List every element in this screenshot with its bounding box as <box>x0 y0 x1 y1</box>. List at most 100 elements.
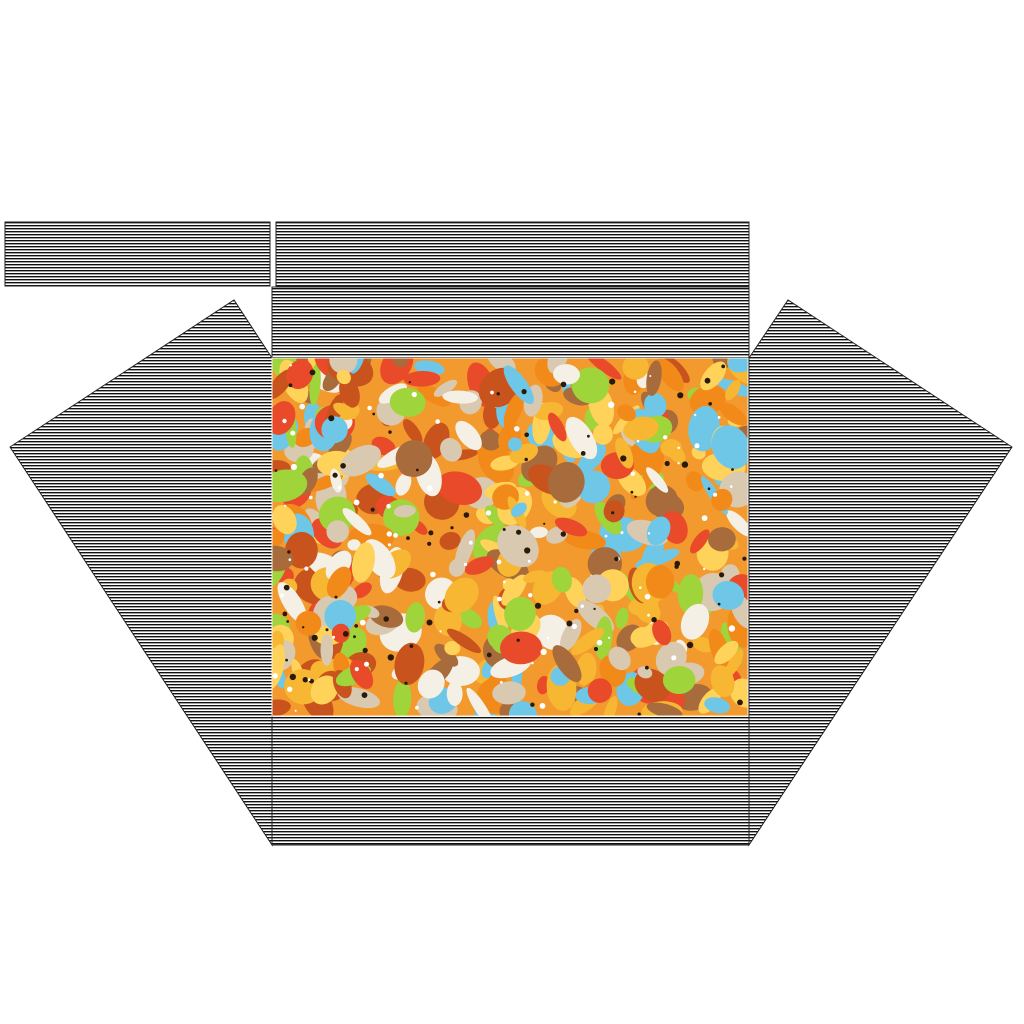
pattern-dot <box>435 419 441 424</box>
pattern-blob <box>656 358 684 392</box>
top-center-flap <box>275 221 750 287</box>
pattern-dot <box>580 604 584 608</box>
pattern-dot <box>677 392 684 399</box>
right-side-wing <box>748 299 1013 847</box>
pattern-dot <box>450 526 454 530</box>
pattern-dot <box>289 673 296 681</box>
pattern-blob <box>446 628 482 654</box>
pattern-dot <box>604 534 608 538</box>
pattern-dot <box>677 446 680 450</box>
pattern-blob <box>571 367 610 404</box>
pattern-blob <box>571 627 604 656</box>
pattern-dot <box>502 528 506 531</box>
pattern-dot <box>427 541 432 546</box>
pattern-dot <box>309 495 313 500</box>
pattern-blob <box>637 666 653 679</box>
pattern-blob <box>710 665 735 698</box>
pattern-blob <box>464 556 494 575</box>
pattern-blob <box>342 508 372 536</box>
pattern-dot <box>530 702 535 707</box>
pattern-blob <box>690 529 710 554</box>
pattern-dot <box>620 531 624 535</box>
pattern-blob <box>392 358 408 368</box>
pattern-blob <box>645 484 678 517</box>
pattern-blob <box>446 681 463 706</box>
pattern-blob <box>536 675 550 695</box>
pattern-dot <box>428 530 434 536</box>
pattern-dot <box>496 559 502 565</box>
pattern-blob <box>497 525 539 568</box>
pattern-dot <box>364 661 369 667</box>
pattern-blob <box>646 702 683 716</box>
pattern-blob <box>336 369 351 385</box>
pattern-dot <box>426 485 433 492</box>
pattern-blob <box>714 640 739 665</box>
pattern-dot <box>353 635 356 639</box>
pattern-dot <box>703 567 706 571</box>
pattern-dot <box>334 595 338 599</box>
pattern-blob <box>503 365 534 405</box>
pattern-dot <box>647 532 651 535</box>
pattern-blob <box>730 678 748 708</box>
pattern-dot <box>634 495 637 498</box>
pattern-dot <box>639 586 642 589</box>
pattern-dot <box>388 430 392 434</box>
pattern-dot <box>596 639 603 646</box>
pattern-blob <box>272 401 296 435</box>
pattern-blob <box>725 379 741 401</box>
pattern-blob <box>277 582 308 624</box>
pattern-dot <box>528 593 533 598</box>
pattern-dot <box>729 485 733 488</box>
pattern-blob <box>554 517 588 537</box>
pattern-dot <box>340 463 346 469</box>
pattern-dot <box>411 391 417 398</box>
pattern-blob <box>436 471 482 506</box>
pattern-dot <box>304 566 309 571</box>
pattern-dot <box>620 455 627 462</box>
pattern-dot <box>386 503 391 509</box>
pattern-blob <box>286 359 314 390</box>
pattern-blob <box>339 444 381 477</box>
pattern-blob <box>615 437 634 469</box>
pattern-blob <box>551 566 572 593</box>
pattern-blob <box>350 659 374 690</box>
pattern-blob <box>272 545 294 572</box>
pattern-dot <box>289 364 292 367</box>
pattern-blob <box>321 416 348 444</box>
pattern-dot <box>354 667 359 672</box>
pattern-dot <box>332 635 336 639</box>
pattern-dot <box>580 451 586 456</box>
animal-pattern-artwork <box>272 358 748 716</box>
pattern-dot <box>282 418 287 424</box>
pattern-dot <box>560 531 566 537</box>
pattern-blob <box>577 470 611 504</box>
pattern-dot <box>514 426 520 432</box>
pattern-blob <box>285 531 318 569</box>
pattern-blob <box>365 473 396 497</box>
pattern-dot <box>490 390 494 395</box>
pattern-dot <box>540 648 547 656</box>
pattern-dot <box>614 556 619 562</box>
pattern-dot <box>630 471 635 476</box>
pattern-blob <box>433 379 458 397</box>
pattern-dot <box>406 536 410 540</box>
pattern-blob <box>712 580 745 610</box>
pattern-blob <box>272 469 308 503</box>
pattern-blob <box>439 531 461 550</box>
pattern-dot <box>294 709 297 712</box>
pattern-blob <box>444 577 479 614</box>
pattern-dot <box>553 500 557 504</box>
pattern-dot <box>353 499 360 506</box>
pattern-dot <box>468 540 473 545</box>
pattern-dot <box>719 572 725 578</box>
pattern-dot <box>359 619 366 626</box>
pattern-dot <box>527 559 531 563</box>
pattern-dot <box>677 462 680 465</box>
pattern-dot <box>463 512 470 518</box>
pattern-dot <box>587 434 590 438</box>
pattern-dot <box>609 378 616 385</box>
pattern-blob <box>320 633 334 666</box>
pattern-blob <box>329 358 358 375</box>
pattern-dot <box>681 461 689 468</box>
pattern-blob <box>645 565 675 599</box>
